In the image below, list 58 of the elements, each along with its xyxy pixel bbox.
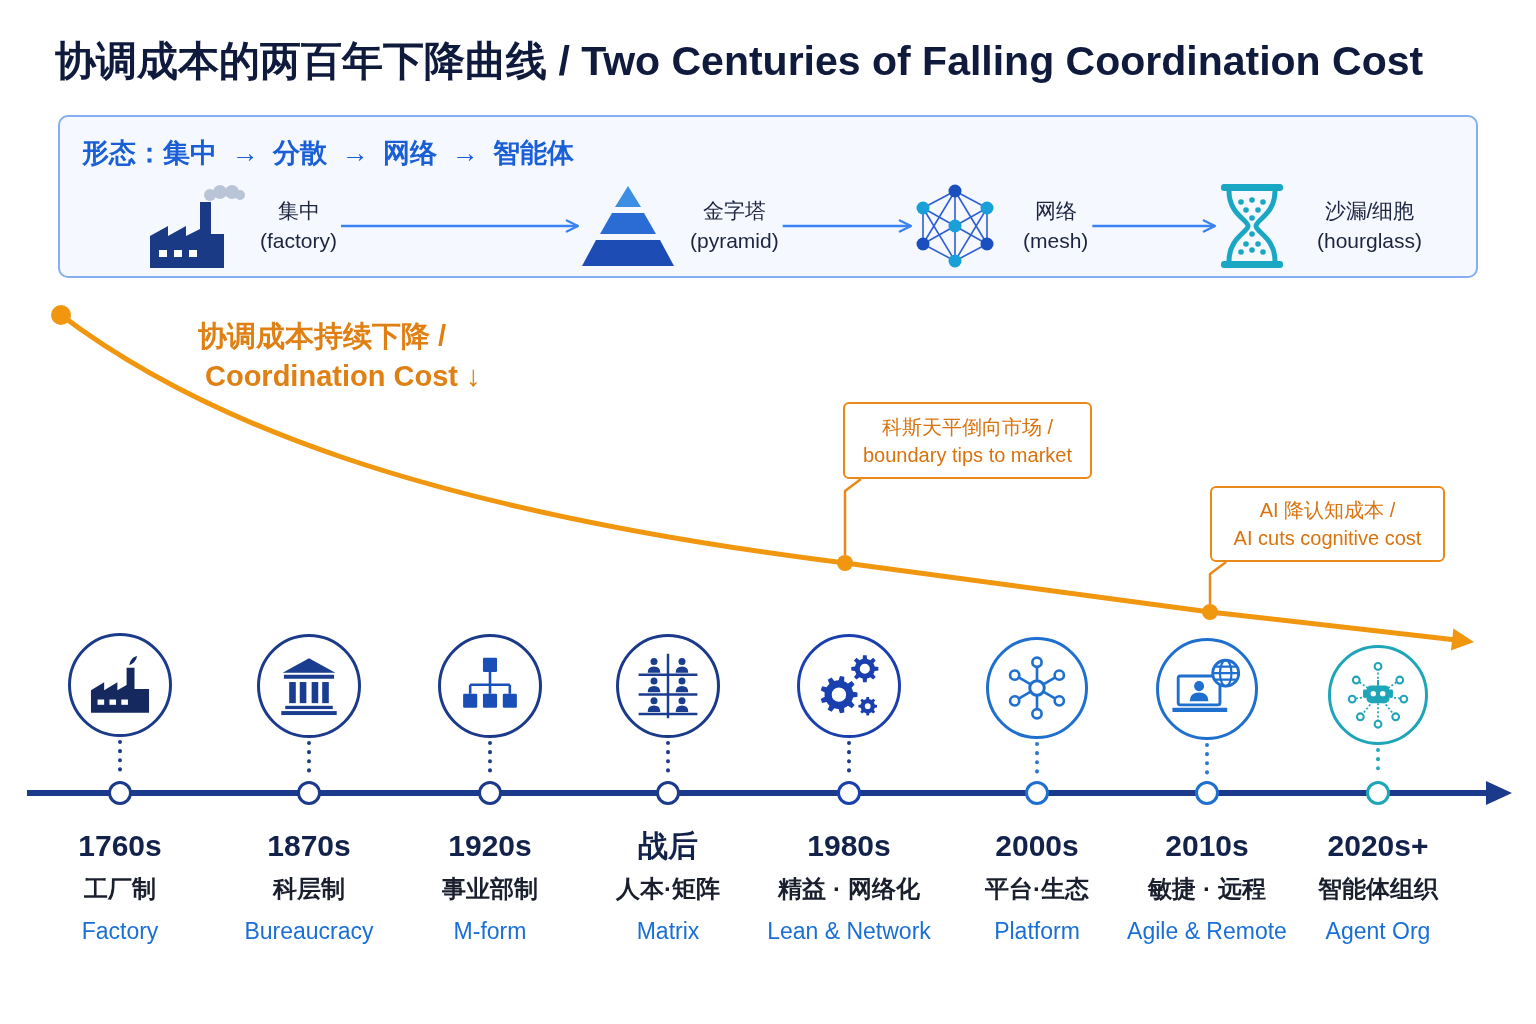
era-name: 平台·生态	[985, 874, 1089, 904]
era-name: 精益 · 网络化	[778, 874, 920, 904]
era-year: 2020s+	[1327, 828, 1429, 864]
era-name: 智能体组织	[1318, 874, 1438, 904]
stage-label: 沙漏/细胞	[1324, 198, 1415, 224]
era-name-english: Bureaucracy	[244, 917, 374, 946]
callout-box	[1210, 486, 1445, 562]
leader-line	[843, 478, 862, 555]
arrow	[341, 219, 580, 233]
era-name: 事业部制	[442, 874, 538, 904]
stage-label: 金字塔	[702, 198, 766, 224]
timeline-marker	[1025, 781, 1049, 805]
era-name-english: Platform	[994, 917, 1080, 946]
stage-label: 集中	[277, 198, 320, 224]
timeline-marker	[1195, 781, 1219, 805]
timeline-marker	[108, 781, 132, 805]
era-name: 人本·矩阵	[616, 874, 720, 904]
era-year: 1920s	[448, 828, 532, 864]
stage-label: 网络	[1034, 198, 1077, 224]
era-year: 战后	[638, 828, 698, 864]
timeline-marker	[1366, 781, 1390, 805]
era-year: 1870s	[267, 828, 351, 864]
callout-text: AI cuts cognitive cost	[1233, 526, 1422, 551]
era-name-english: Agile & Remote	[1127, 917, 1287, 946]
era-year: 1980s	[807, 828, 891, 864]
era-name-english: Agent Org	[1325, 917, 1431, 946]
curve-point	[837, 555, 853, 571]
era-year: 2010s	[1165, 828, 1249, 864]
curve-label: 协调成本持续下降 /	[198, 319, 447, 354]
era-name: 敏捷 · 远程	[1148, 874, 1266, 904]
panel-heading: 形态：集中 → 分散 → 网络 → 智能体	[82, 137, 574, 170]
callout-text: boundary tips to market	[863, 442, 1072, 468]
era-name-english: M-form	[453, 917, 527, 946]
stage-caption: (pyramid)	[690, 228, 779, 254]
callout-text: AI 降认知成本 /	[1259, 498, 1396, 523]
diagram-title: 协调成本的两百年下降曲线 / Two Centuries of Falling Coordination Cost	[55, 37, 1424, 86]
callout-text: 科斯天平倒向市场 /	[881, 414, 1054, 440]
stage-caption: (hourglass)	[1317, 228, 1423, 254]
stage-panel	[58, 115, 1478, 278]
era-name-english: Factory	[81, 917, 159, 946]
era-name: 科层制	[273, 874, 345, 904]
arrow	[782, 219, 913, 233]
curve-point	[1202, 604, 1218, 620]
timeline-marker	[837, 781, 861, 805]
era-year: 1760s	[78, 828, 162, 864]
curve-label: Coordination Cost ↓	[205, 359, 481, 394]
timeline-marker	[297, 781, 321, 805]
era-name: 工厂制	[84, 874, 156, 904]
era-year: 2000s	[995, 828, 1079, 864]
arrow	[1092, 219, 1217, 233]
era-name-english: Matrix	[636, 917, 700, 946]
callout-box	[843, 402, 1092, 479]
era-name-english: Lean & Network	[767, 917, 931, 946]
stage-caption: (mesh)	[1023, 228, 1089, 254]
stage-caption: (factory)	[260, 228, 337, 254]
timeline-marker	[656, 781, 680, 805]
leader-line	[1208, 561, 1227, 604]
timeline-marker	[478, 781, 502, 805]
